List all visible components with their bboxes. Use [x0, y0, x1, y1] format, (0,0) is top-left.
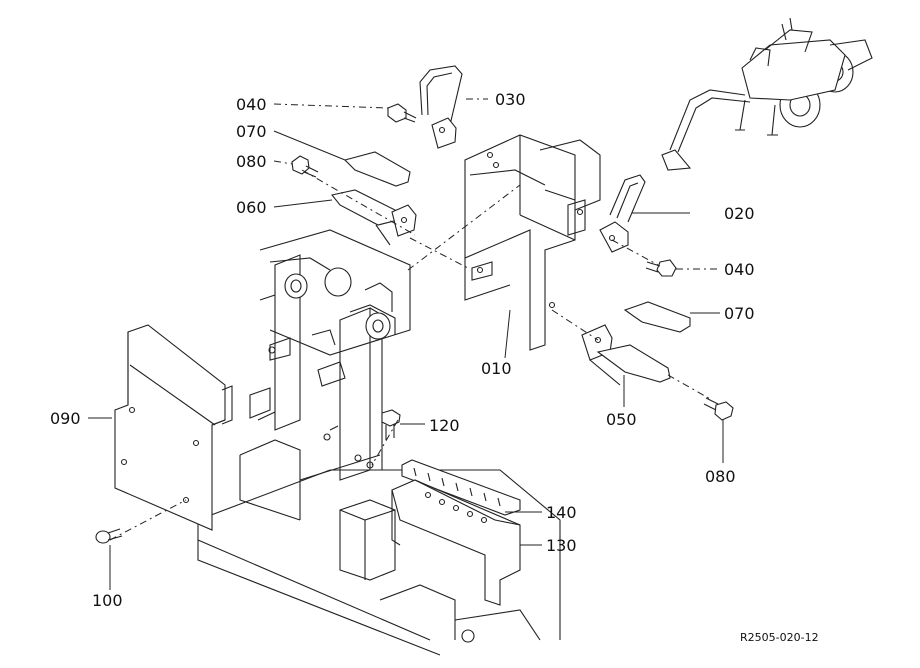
- part-070b-pad: [623, 301, 691, 333]
- label-130: 130: [546, 536, 577, 555]
- part-070a-pad: [343, 151, 411, 187]
- part-080b-bolt: [703, 397, 734, 421]
- frame-body: [197, 439, 561, 656]
- label-070a: 070: [236, 122, 267, 141]
- part-030-handle: [419, 65, 463, 149]
- label-040b: 040: [724, 260, 755, 279]
- leader-lines: [88, 98, 724, 590]
- label-050: 050: [606, 410, 637, 429]
- label-080a: 080: [236, 152, 267, 171]
- label-060: 060: [236, 198, 267, 217]
- backhoe-tractor-thumbnail: [661, 17, 873, 171]
- label-120: 120: [429, 416, 460, 435]
- label-020: 020: [724, 204, 755, 223]
- part-140-gasket: [401, 459, 521, 516]
- label-080b: 080: [705, 467, 736, 486]
- label-090: 090: [50, 409, 81, 428]
- part-010-main-cover: [464, 134, 601, 351]
- label-010: 010: [481, 359, 512, 378]
- part-040b-bolt: [645, 259, 677, 277]
- part-050-pedal: [581, 324, 671, 386]
- label-070b: 070: [724, 304, 755, 323]
- part-090-side-panel: [114, 324, 233, 531]
- label-100: 100: [92, 591, 123, 610]
- reference-code: R2505-020-12: [740, 631, 819, 644]
- part-labels: 040 030 070 080 060 020 040 070 010 050 …: [50, 90, 819, 644]
- label-030: 030: [495, 90, 526, 109]
- part-080a-bolt: [291, 155, 319, 178]
- part-100-screw: [95, 528, 123, 544]
- label-140: 140: [546, 503, 577, 522]
- label-040a: 040: [236, 95, 267, 114]
- part-040a-bolt: [387, 103, 417, 123]
- part-120-bolt: [381, 409, 401, 440]
- part-020-handle: [599, 174, 646, 253]
- part-130-floor-cover: [391, 479, 521, 606]
- console-frame: [249, 229, 411, 481]
